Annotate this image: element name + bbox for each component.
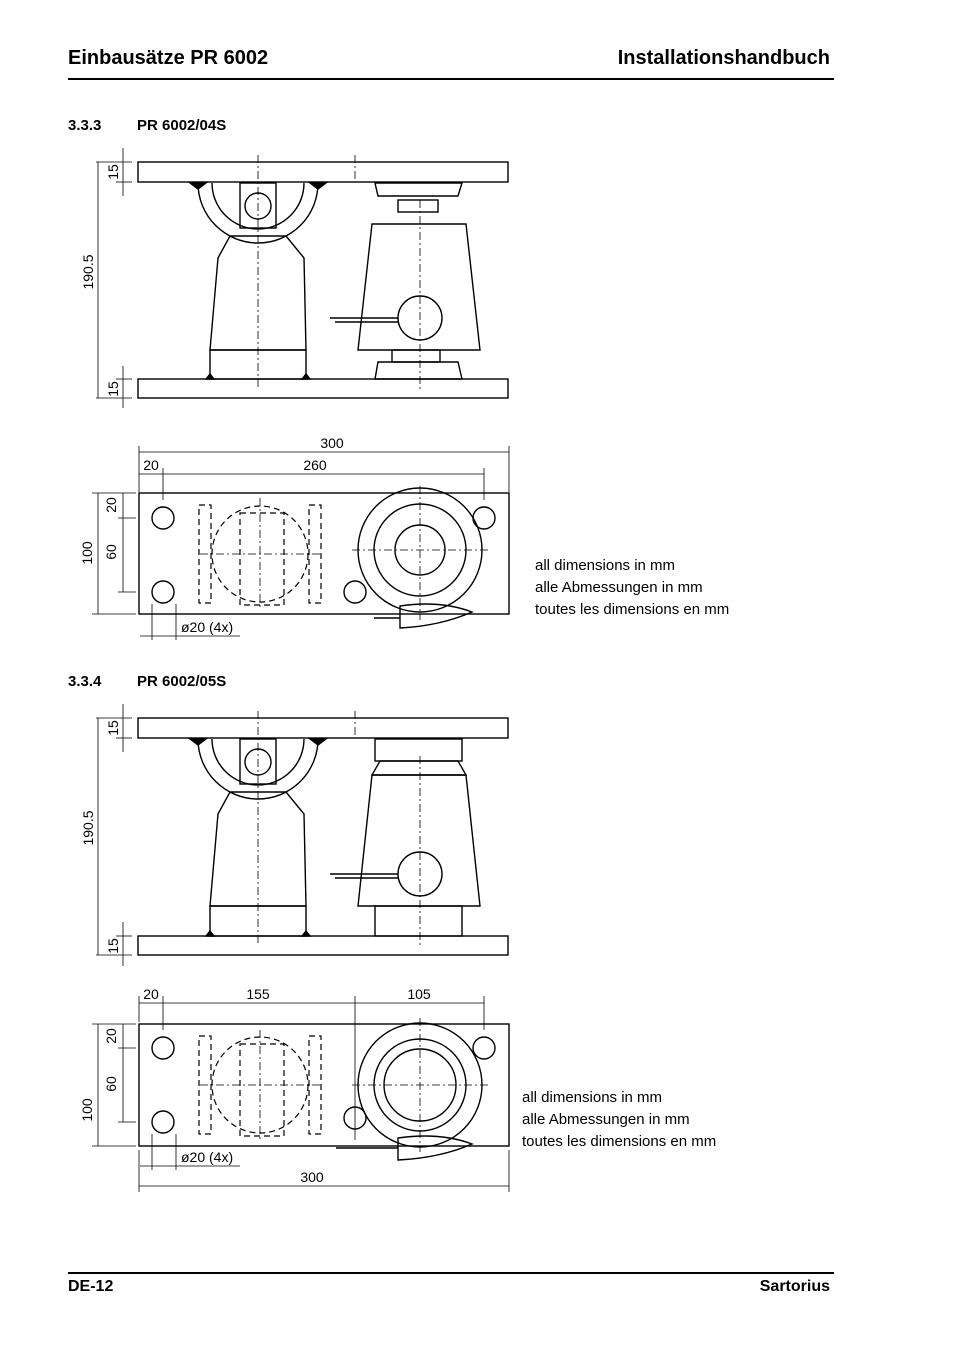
dim-span-b: 105: [407, 986, 431, 1002]
note-line-fr: toutes les dimensions en mm: [522, 1133, 717, 1150]
dimension-note-1: all dimensions in mm alle Abmessungen in…: [535, 555, 729, 621]
dim-height: 190.5: [80, 810, 96, 845]
dim-total-width: 300: [320, 435, 344, 451]
section-title: PR 6002/05S: [137, 673, 227, 690]
note-line-en: all dimensions in mm: [522, 1089, 663, 1106]
section-heading-1: 3.3.3 PR 6002/04S: [68, 117, 226, 134]
dimension-note-2: all dimensions in mm alle Abmessungen in…: [522, 1087, 716, 1153]
dim-span-a: 155: [246, 986, 270, 1002]
dim-bottom-plate: 15: [105, 938, 121, 954]
dim-hole-diameter: ø20 (4x): [181, 1149, 233, 1165]
dim-total-width: 300: [300, 1169, 324, 1185]
dim-height: 190.5: [80, 254, 96, 289]
dim-top-plate: 15: [105, 720, 121, 736]
dim-edge-y: 20: [103, 1028, 119, 1044]
footer-rule: [68, 1272, 834, 1274]
footer-brand: Sartorius: [759, 1278, 830, 1295]
dim-edge: 20: [143, 986, 159, 1002]
dim-hole-diameter: ø20 (4x): [181, 619, 233, 635]
header-manual-title: Installationshandbuch: [617, 47, 830, 69]
note-line-de: alle Abmessungen in mm: [535, 579, 703, 596]
dim-depth: 100: [79, 541, 95, 565]
page-number: DE-12: [68, 1278, 114, 1295]
dim-bottom-plate: 15: [105, 381, 121, 397]
note-line-en: all dimensions in mm: [535, 557, 676, 574]
section-heading-2: 3.3.4 PR 6002/05S: [68, 673, 226, 690]
section-number: 3.3.4: [68, 673, 102, 690]
dim-hole-spacing-y: 60: [103, 1076, 119, 1092]
note-line-fr: toutes les dimensions en mm: [535, 601, 730, 618]
note-line-de: alle Abmessungen in mm: [522, 1111, 690, 1128]
dim-top-plate: 15: [105, 164, 121, 180]
dim-hole-spacing: 260: [303, 457, 327, 473]
section-number: 3.3.3: [68, 117, 102, 134]
header-rule: [68, 78, 834, 80]
section-title: PR 6002/04S: [137, 117, 227, 134]
dim-edge-y: 20: [103, 497, 119, 513]
header-title: Einbausätze PR 6002: [68, 47, 269, 69]
dim-depth: 100: [79, 1098, 95, 1122]
dim-edge: 20: [143, 457, 159, 473]
dim-hole-spacing-y: 60: [103, 544, 119, 560]
